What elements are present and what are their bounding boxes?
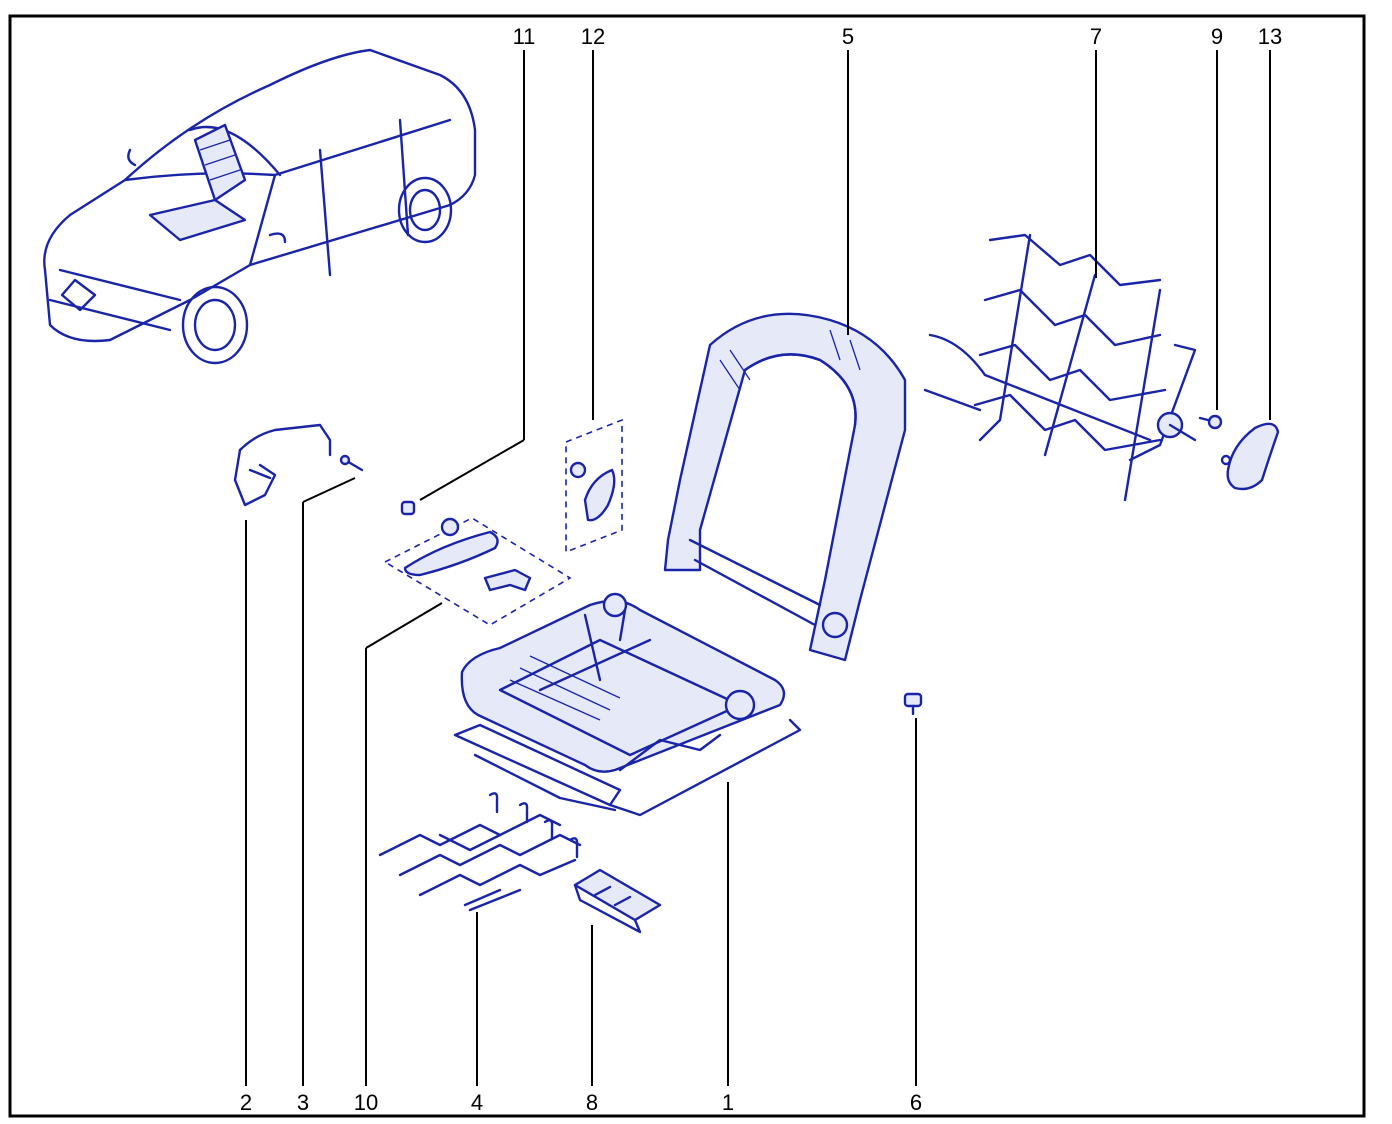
part-9-screw xyxy=(1198,414,1223,430)
part-3-screw xyxy=(339,454,364,472)
callout-5: 5 xyxy=(842,24,854,49)
car-illustration xyxy=(43,48,477,365)
callout-13: 13 xyxy=(1258,24,1282,49)
part-13-handle xyxy=(1220,422,1280,491)
part-11-clip xyxy=(400,500,416,516)
part-2-side-clip xyxy=(233,423,332,507)
leader-10-tail xyxy=(365,602,443,649)
leader-11-tail xyxy=(419,439,525,501)
part-1-seat-cushion-frame xyxy=(453,592,802,817)
callout-10: 10 xyxy=(354,1090,378,1115)
callout-7: 7 xyxy=(1090,24,1102,49)
callout-labels: 11 12 5 7 9 13 2 3 10 4 8 1 6 xyxy=(240,24,1282,1115)
callout-2: 2 xyxy=(240,1090,252,1115)
part-6-bolt xyxy=(903,692,923,716)
callout-3: 3 xyxy=(297,1090,309,1115)
callout-1: 1 xyxy=(722,1090,734,1115)
leader-lines xyxy=(245,50,1271,1086)
leader-3-tail xyxy=(302,477,356,503)
part-10-lever-group xyxy=(383,517,572,626)
callout-4: 4 xyxy=(471,1090,483,1115)
callout-6: 6 xyxy=(910,1090,922,1115)
callout-9: 9 xyxy=(1211,24,1223,49)
part-7-back-springs xyxy=(923,233,1197,502)
part-5-seatback-frame xyxy=(663,312,907,662)
part-8-bracket xyxy=(573,868,662,934)
diagram-frame xyxy=(8,14,1366,1118)
part-4-springs xyxy=(378,792,582,912)
part-12-knob-group xyxy=(565,418,623,554)
callout-11: 11 xyxy=(513,24,536,49)
callout-12: 12 xyxy=(581,24,605,49)
callout-8: 8 xyxy=(586,1090,598,1115)
